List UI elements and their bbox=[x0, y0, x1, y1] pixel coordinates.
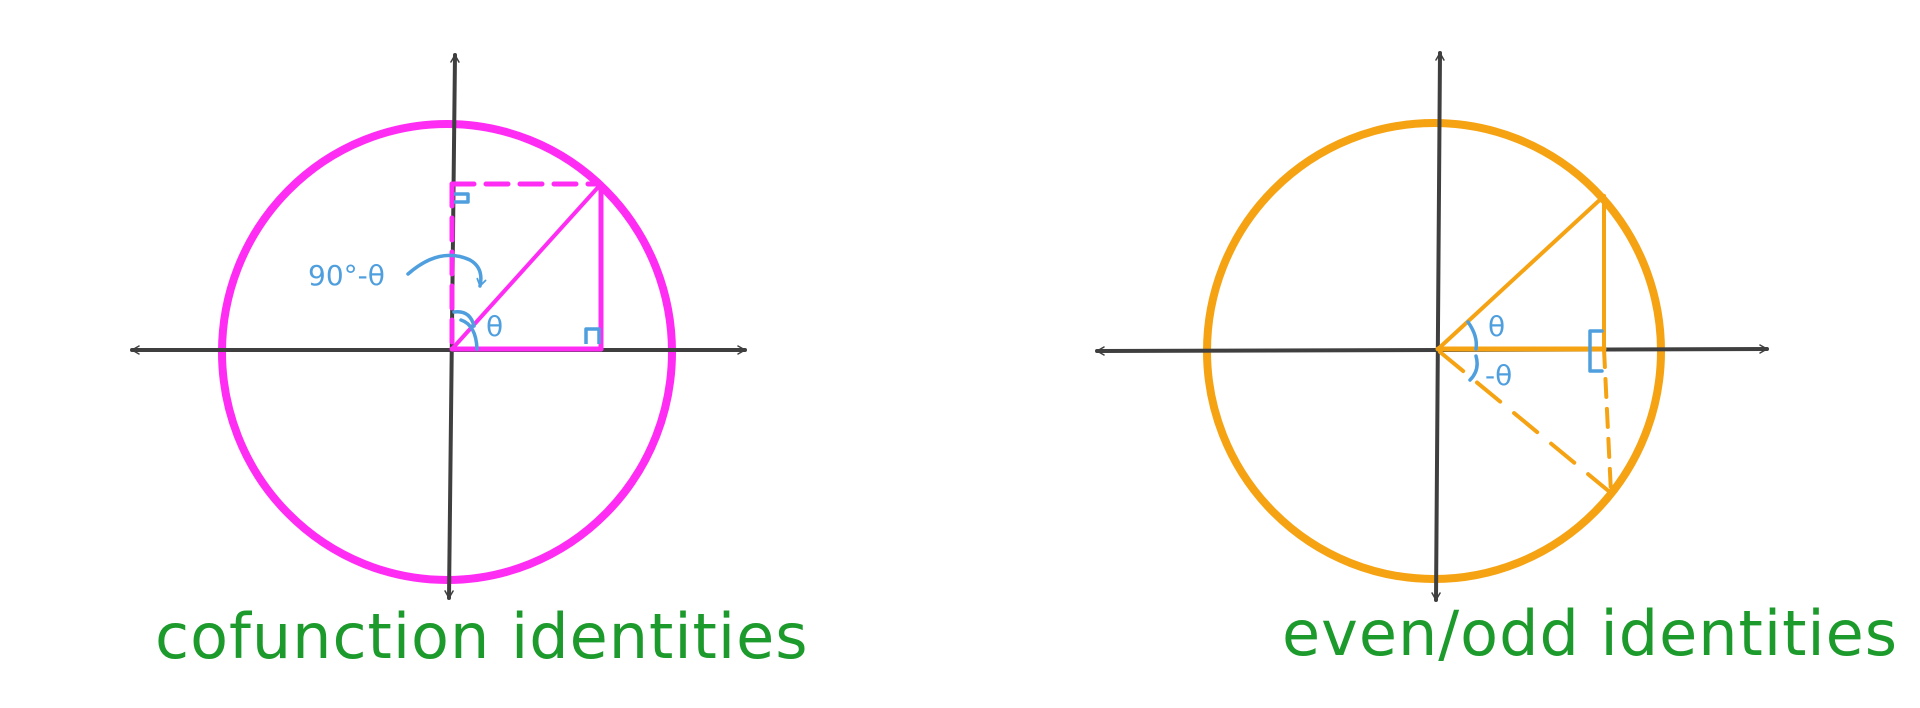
theta-label: θ bbox=[1488, 310, 1505, 343]
theta-arc bbox=[1466, 320, 1479, 351]
complement-angle-label: 90°-θ bbox=[308, 259, 385, 292]
y-axis bbox=[1431, 51, 1445, 602]
hypotenuse-negative-theta bbox=[1438, 350, 1613, 495]
cofunction-caption: cofunction identities bbox=[155, 600, 809, 673]
cofunction-diagram: θ 90°-θ bbox=[130, 53, 747, 600]
opposite-side-negative-theta bbox=[1602, 347, 1613, 495]
negative-theta-label: -θ bbox=[1485, 359, 1512, 392]
x-axis bbox=[1095, 344, 1769, 356]
complement-arc bbox=[452, 310, 476, 328]
right-angle-marker-top bbox=[454, 192, 470, 204]
right-angle-marker-bottom bbox=[584, 327, 601, 344]
even-odd-caption: even/odd identities bbox=[1282, 597, 1898, 670]
hypotenuse-theta bbox=[1436, 194, 1606, 351]
negative-theta-arc bbox=[1468, 354, 1479, 382]
hypotenuse bbox=[450, 182, 603, 351]
right-angle-marker bbox=[1588, 329, 1604, 373]
theta-arc bbox=[459, 318, 479, 351]
theta-label: θ bbox=[486, 310, 503, 343]
complement-pointer-arrow bbox=[406, 253, 487, 288]
even-odd-diagram: θ -θ bbox=[1095, 51, 1769, 602]
